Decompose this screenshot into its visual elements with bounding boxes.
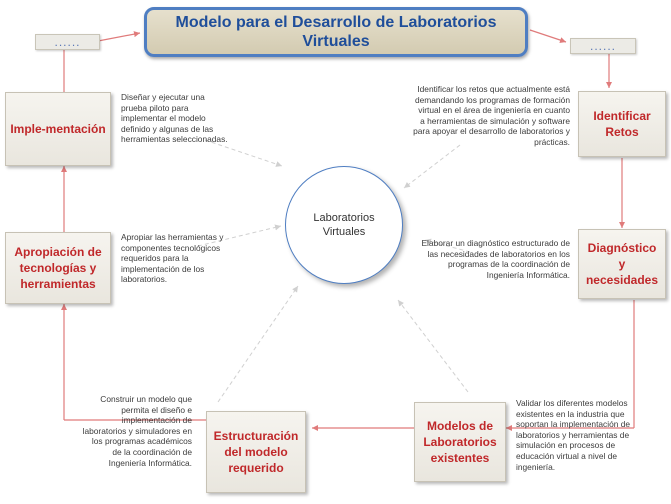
step-modelos-label: Modelos de Laboratorios existentes bbox=[423, 419, 497, 465]
step-diagnostico: Diagnóstico y necesidades bbox=[578, 229, 666, 299]
arrow-title-to-right bbox=[529, 29, 567, 43]
step-identificar-retos: Identificar Retos bbox=[578, 91, 666, 157]
step-estructuracion: Estructuración del modelo requerido bbox=[206, 411, 306, 493]
desc-implementacion: Diseñar y ejecutar una prueba piloto par… bbox=[121, 92, 228, 145]
desc-modelos: Validar los diferentes modelos existente… bbox=[516, 398, 631, 472]
dashed-arrow-estructuracion bbox=[217, 285, 299, 403]
desc-apropiacion: Apropiar las herramientas y componentes … bbox=[121, 232, 224, 285]
left-ellipsis-box: ...... bbox=[35, 34, 100, 50]
arrow-left-to-title bbox=[97, 31, 141, 42]
diagram-title: Modelo para el Desarrollo de Laboratorio… bbox=[144, 7, 528, 57]
step-diagnostico-label: Diagnóstico y necesidades bbox=[585, 241, 659, 287]
step-apropiacion: Apropiación de tecnologías y herramienta… bbox=[5, 232, 111, 304]
dashed-arrow-apropiacion bbox=[197, 224, 282, 247]
dashed-arrow-identificar bbox=[403, 144, 461, 189]
step-implementacion-label: Imple-mentación bbox=[10, 122, 106, 136]
right-ellipsis-box: ...... bbox=[570, 38, 636, 54]
desc-estructuracion: Construir un modelo que permita el diseñ… bbox=[82, 394, 192, 468]
step-implementacion: Imple-mentación bbox=[5, 92, 111, 166]
step-modelos: Modelos de Laboratorios existentes bbox=[414, 402, 506, 482]
step-apropiacion-label: Apropiación de tecnologías y herramienta… bbox=[14, 245, 102, 291]
dashed-arrow-diagnostico bbox=[424, 238, 471, 253]
center-label: Laboratorios Virtuales bbox=[313, 212, 375, 238]
desc-diagnostico: Elaborar un diagnóstico estructurado de … bbox=[421, 238, 570, 280]
center-laboratorios-virtuales: Laboratorios Virtuales bbox=[285, 166, 403, 284]
desc-identificar: Identificar los retos que actualmente es… bbox=[413, 84, 570, 147]
step-identificar-label: Identificar Retos bbox=[593, 109, 651, 139]
step-estructuracion-label: Estructuración del modelo requerido bbox=[213, 429, 299, 475]
dashed-arrow-modelos bbox=[397, 299, 469, 393]
